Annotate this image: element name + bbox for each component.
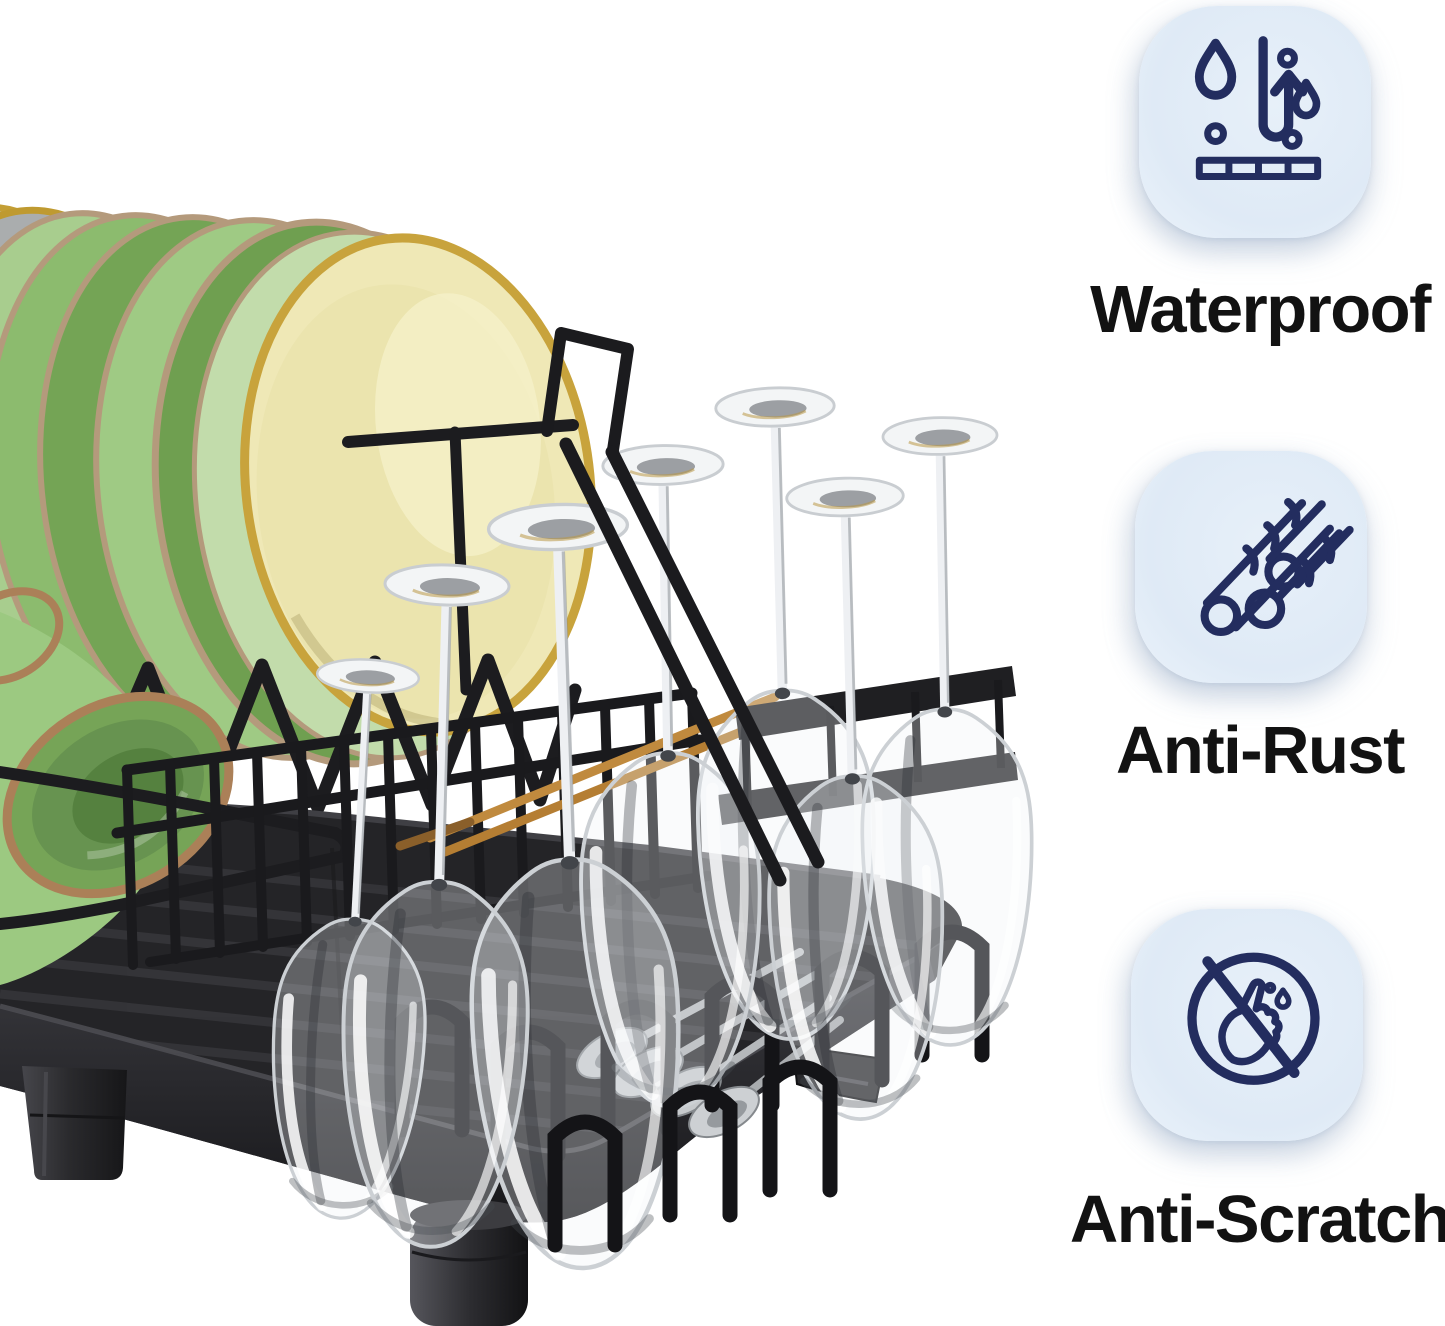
rack-frame-front — [541, 327, 825, 887]
anti-scratch-icon — [1187, 952, 1320, 1085]
feature-column: Waterproof — [1070, 0, 1445, 1326]
plate-stack — [0, 200, 596, 768]
anti-scratch-tile — [1131, 909, 1363, 1141]
cream-plate — [240, 233, 596, 737]
feature-label-anti-rust: Anti-Rust — [1116, 713, 1405, 788]
feature-label-anti-scratch: Anti-Scratch — [1069, 1182, 1445, 1257]
tray-leg-left — [22, 1066, 127, 1180]
anti-rust-tile — [1135, 451, 1367, 683]
waterproof-icon — [1194, 36, 1322, 180]
anti-rust-icon — [1200, 497, 1354, 637]
product-photo — [0, 200, 1080, 1326]
feature-label-waterproof: Waterproof — [1090, 272, 1431, 347]
waterproof-tile — [1139, 6, 1371, 238]
